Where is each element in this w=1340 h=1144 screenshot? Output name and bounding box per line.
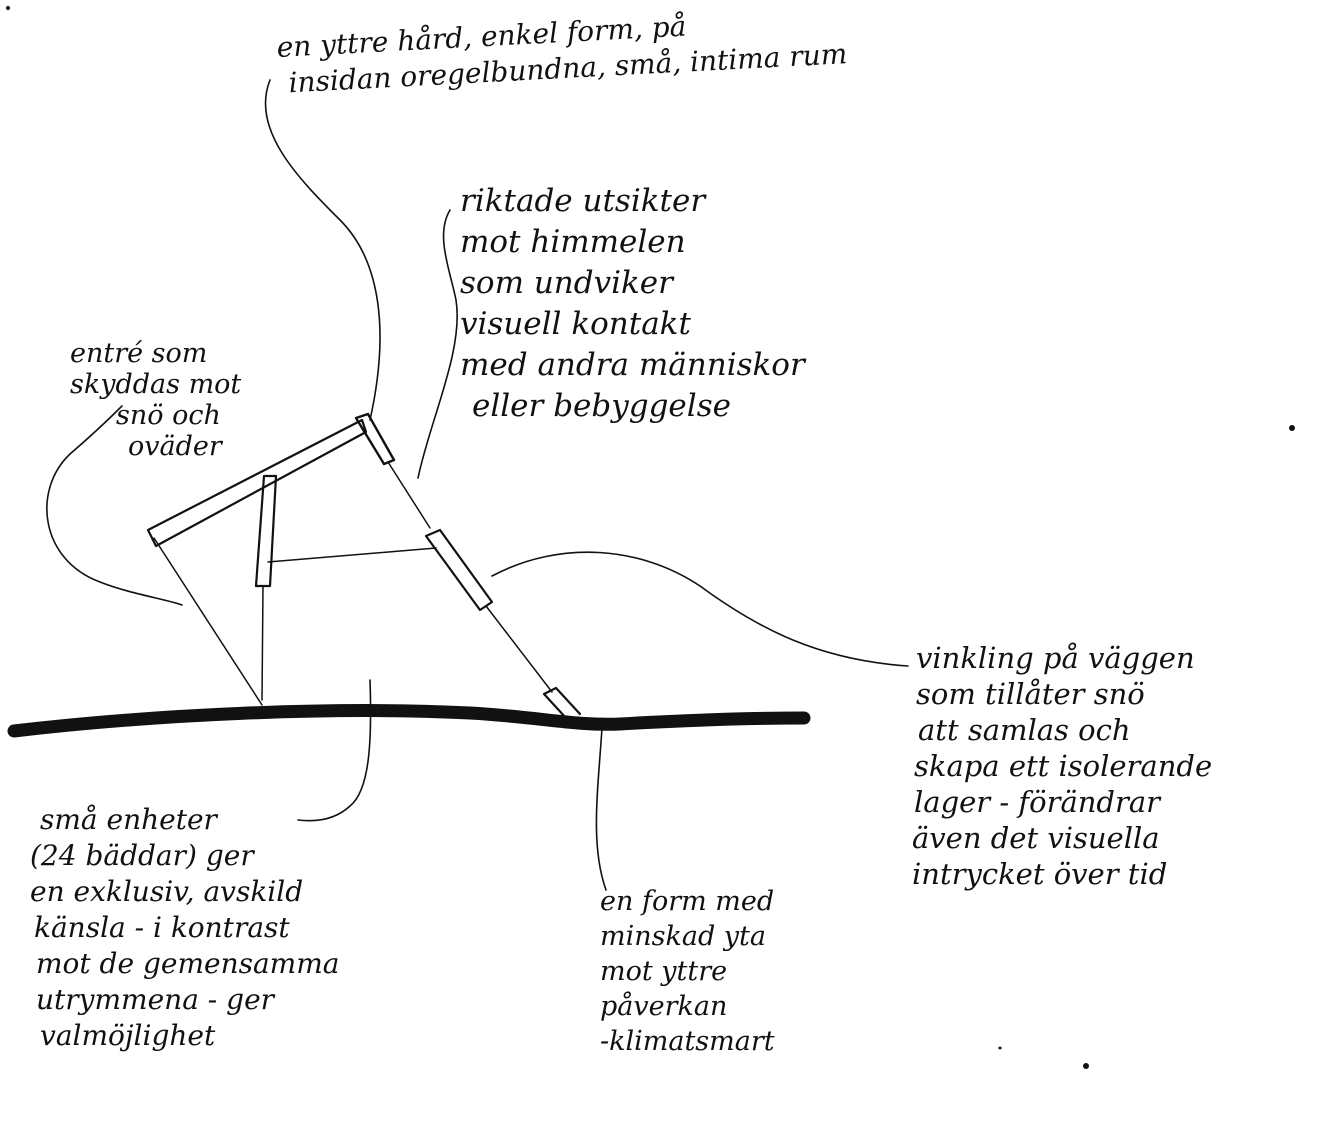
leader-small-units bbox=[298, 680, 371, 821]
annotation-directed-views: riktade utsikter mot himmelen som undvik… bbox=[460, 186, 805, 422]
leader-outer-form bbox=[265, 80, 380, 420]
annotation-line: visuell kontakt bbox=[460, 309, 805, 340]
annotation-small-units: små enheter (24 bäddar) ger en exklusiv,… bbox=[30, 806, 339, 1050]
annotation-line: även det visuella bbox=[912, 824, 1212, 853]
stray-dot bbox=[1083, 1063, 1089, 1069]
annotation-line: -klimatsmart bbox=[600, 1028, 775, 1055]
annotation-line: en exklusiv, avskild bbox=[30, 878, 339, 906]
annotation-line: intrycket över tid bbox=[912, 860, 1212, 889]
annotation-line: att samlas och bbox=[918, 716, 1212, 745]
annotation-line: med andra människor bbox=[460, 350, 805, 381]
annotation-line: oväder bbox=[128, 433, 241, 460]
post-continuation bbox=[262, 586, 263, 700]
annotation-line: mot de gemensamma bbox=[36, 950, 339, 978]
annotation-line: snö och bbox=[116, 402, 241, 429]
annotation-line: skyddas mot bbox=[70, 371, 241, 398]
annotation-line: små enheter bbox=[40, 806, 339, 834]
annotation-line: (24 bäddar) ger bbox=[30, 842, 339, 870]
annotation-line: som undviker bbox=[460, 268, 805, 299]
interior-post bbox=[256, 476, 276, 586]
stray-dot bbox=[1289, 425, 1295, 431]
leader-reduced-area bbox=[596, 728, 606, 890]
annotation-line: riktade utsikter bbox=[460, 186, 805, 217]
annotation-line: mot himmelen bbox=[460, 227, 805, 258]
annotation-line: minskad yta bbox=[600, 923, 775, 950]
annotation-line: en form med bbox=[600, 888, 775, 915]
right-wall-lower bbox=[486, 606, 552, 692]
annotation-wall-angle: vinkling på väggen som tillåter snö att … bbox=[912, 644, 1212, 889]
annotation-line: eller bebyggelse bbox=[472, 391, 805, 422]
leader-directed-views bbox=[418, 210, 457, 478]
annotation-line: påverkan bbox=[600, 993, 775, 1020]
right-wall-upper bbox=[388, 462, 430, 528]
annotation-line: vinkling på väggen bbox=[916, 644, 1212, 673]
annotation-line: utrymmena - ger bbox=[36, 986, 339, 1014]
annotation-line: som tillåter snö bbox=[916, 680, 1212, 709]
annotation-line: mot yttre bbox=[600, 958, 775, 985]
interior-floor-line bbox=[268, 548, 436, 562]
annotation-line: valmöjlighet bbox=[40, 1022, 339, 1050]
annotation-line: känsla - i kontrast bbox=[34, 914, 339, 942]
right-wall-panel bbox=[426, 530, 492, 610]
annotation-line: skapa ett isolerande bbox=[914, 752, 1212, 781]
stray-dot bbox=[6, 6, 10, 10]
annotation-line: entré som bbox=[70, 340, 241, 367]
annotation-line: lager - förändrar bbox=[914, 788, 1212, 817]
left-wall bbox=[154, 538, 262, 705]
leader-wall-angle bbox=[492, 552, 908, 666]
annotation-reduced-area: en form med minskad yta mot yttre påverk… bbox=[600, 888, 775, 1055]
annotation-entrance: entré som skyddas mot snö och oväder bbox=[70, 340, 241, 460]
stray-dot bbox=[999, 1047, 1002, 1050]
ground-line bbox=[14, 711, 804, 731]
